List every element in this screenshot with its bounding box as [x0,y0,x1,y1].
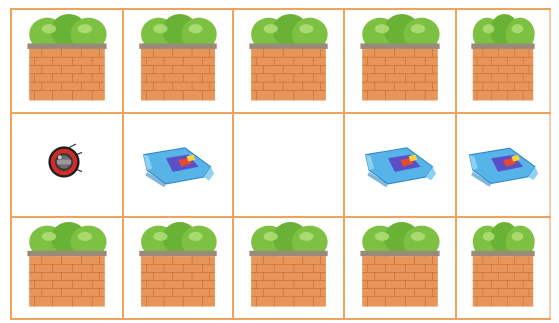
grid-cell-r1-c1 [12,10,122,112]
towel-icon [349,122,451,208]
grid-cell-r3-c5 [457,218,549,318]
grid-line-horizontal [10,216,551,218]
grid-cell-r3-c1 [12,218,122,318]
grid-line-vertical [343,8,345,320]
brick-planter-icon [355,14,445,106]
grid-cell-r1-c2 [124,10,232,112]
grid-line-horizontal [10,8,551,10]
grid-cell-r2-c3 [234,114,343,216]
brick-planter-icon [244,222,333,312]
grid-cell-r1-c5 [457,10,549,112]
brick-planter-icon [134,222,222,312]
grid-cell-r1-c3 [234,10,343,112]
towel-icon [461,122,545,208]
brick-planter-icon [467,222,539,312]
grid-line-vertical [455,8,457,320]
grid-cell-r2-c4 [345,114,455,216]
brick-planter-icon [22,222,112,312]
grid-cell-r3-c4 [345,218,455,318]
brick-planter-icon [22,14,112,106]
grid-cell-r2-c1 [12,114,122,216]
grid-cell-r2-c2 [124,114,232,216]
brick-planter-icon [467,14,539,106]
grid-cell-r3-c2 [124,218,232,318]
grid-line-vertical [10,8,12,320]
grid-line-vertical [122,8,124,320]
grid-line-horizontal [10,318,551,320]
grid-line-vertical [549,8,551,320]
grid-line-vertical [232,8,234,320]
brick-planter-icon [244,14,333,106]
brick-planter-icon [134,14,222,106]
grid-cell-r2-c5 [457,114,549,216]
towel-icon [128,122,228,208]
grid-cell-r1-c4 [345,10,455,112]
grid-line-horizontal [10,112,551,114]
brick-planter-icon [355,222,445,312]
robot-vacuum-icon [30,132,98,192]
grid-cell-r3-c3 [234,218,343,318]
